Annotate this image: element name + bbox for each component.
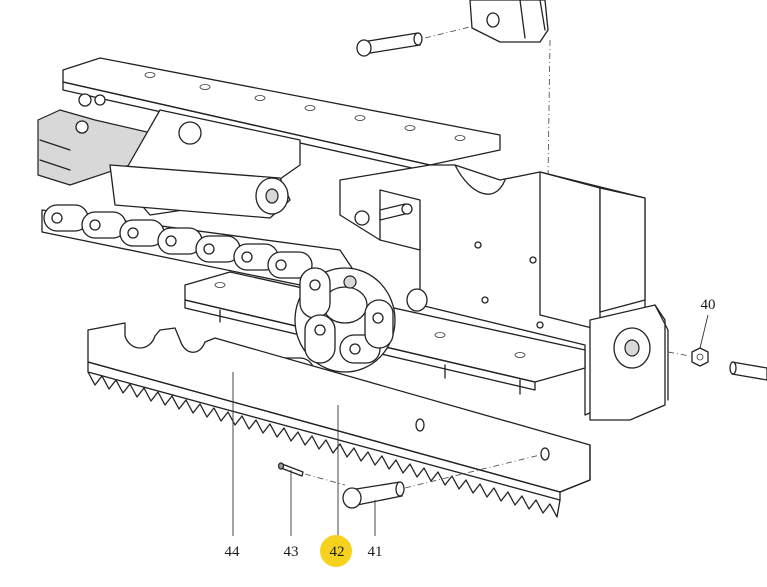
callout-42[interactable]: 42: [330, 544, 345, 560]
pin-axis-line: [404, 454, 541, 489]
gear-rack-part[interactable]: [87, 322, 591, 518]
vertical-axis-line: [547, 39, 551, 181]
motor-assembly[interactable]: [37, 93, 161, 186]
bolt-part[interactable]: [729, 361, 767, 381]
top-bracket-part[interactable]: [469, 0, 549, 43]
callout-42-highlight: [320, 535, 352, 567]
callout-43[interactable]: 43: [284, 544, 299, 560]
top-pin-part[interactable]: [356, 32, 423, 57]
screw-part-43[interactable]: [277, 462, 304, 477]
right-housing[interactable]: [339, 164, 646, 416]
nut-axis-line: [667, 351, 691, 357]
callout-40[interactable]: 40: [701, 297, 716, 313]
end-bracket-part[interactable]: [589, 304, 669, 421]
upper-mounting-plate[interactable]: [62, 57, 501, 173]
central-arm[interactable]: [109, 109, 301, 219]
pin-part-41[interactable]: [342, 481, 405, 509]
screw-axis-line: [304, 473, 346, 486]
callout-41[interactable]: 41: [368, 544, 383, 560]
drive-chain-part[interactable]: [41, 204, 396, 387]
callout-44[interactable]: 44: [225, 544, 241, 560]
nut-part-40[interactable]: [691, 347, 709, 367]
leader-line-40: [699, 314, 709, 349]
